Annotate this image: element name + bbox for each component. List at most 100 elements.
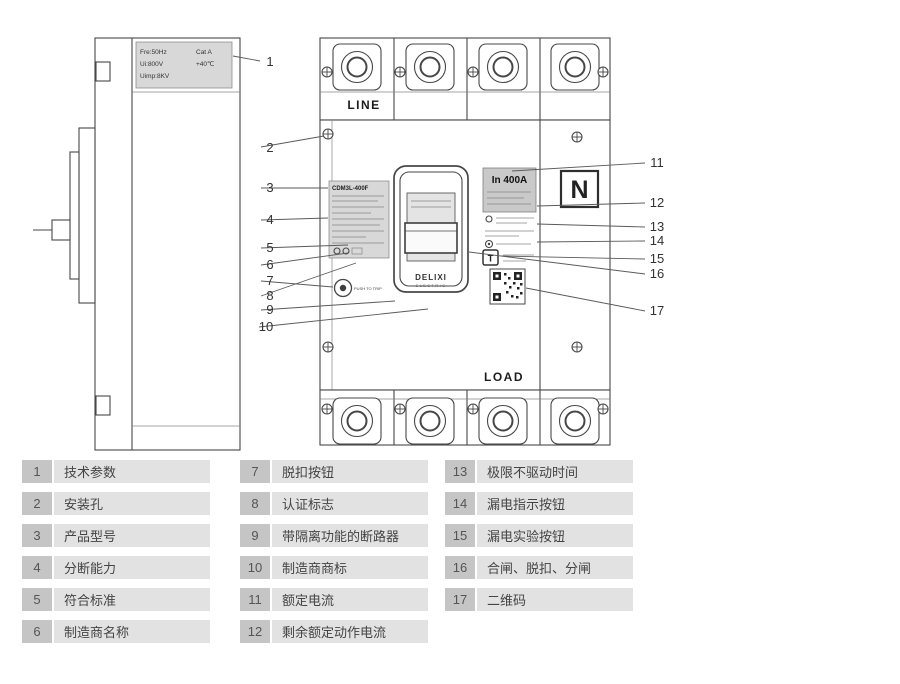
product-label-plate [328, 180, 390, 259]
legend-item-number: 9 [240, 524, 270, 547]
product-label: CDM3L-400F [328, 180, 390, 259]
callout-line [536, 202, 646, 207]
callout-line [260, 244, 349, 249]
legend-item-label: 分断能力 [54, 556, 210, 579]
screw-icon [467, 66, 479, 78]
callout-line [260, 252, 349, 266]
load-terminal [478, 397, 528, 445]
legend-row: 9 带隔离功能的断路器 [240, 524, 428, 547]
legend-item-label: 漏电实验按钮 [477, 524, 633, 547]
screw-icon [467, 403, 479, 415]
legend-row: 17 二维码 [445, 588, 633, 611]
legend-item-label: 带隔离功能的断路器 [272, 524, 428, 547]
spec-temp: +40℃ [196, 60, 214, 68]
spec-freq: Fre:50Hz [140, 49, 167, 56]
line-terminal [405, 43, 455, 91]
spec-ui: Ui:800V [140, 61, 164, 68]
mounting-tab [95, 395, 111, 416]
screw-icon [394, 66, 406, 78]
callout-number: 8 [266, 288, 273, 303]
side-view: Fre:50Hz Cat A Ui:800V +40℃ Uimp:8KV [33, 37, 241, 451]
legend-item-number: 7 [240, 460, 270, 483]
line-terminal-strip: LINE [319, 37, 611, 121]
toggle-inner-frame [399, 171, 463, 287]
legend-item-number: 12 [240, 620, 270, 643]
screw-icon [597, 403, 609, 415]
mounting-hole-icon [322, 341, 334, 353]
load-terminal [550, 397, 600, 445]
legend-column-2: 7 脱扣按钮 8 认证标志 9 带隔离功能的断路器 10 制造商商标 11 额定… [240, 460, 428, 643]
legend-item-number: 5 [22, 588, 52, 611]
line-terminal [550, 43, 600, 91]
legend-item-label: 漏电指示按钮 [477, 492, 633, 515]
toggle-frame [393, 165, 469, 293]
legend-item-number: 16 [445, 556, 475, 579]
legend-item-label: 二维码 [477, 588, 633, 611]
push-to-trip-button: PUSH TO TRIP [333, 278, 382, 298]
legend-row: 2 安装孔 [22, 492, 210, 515]
line-terminal [332, 43, 382, 91]
callout-number: 16 [650, 266, 664, 281]
callouts: 1 2 3 4 5 6 7 8 9 10 11 12 13 14 15 16 1 [232, 54, 664, 334]
callout-number: 7 [266, 273, 273, 288]
callout-number: 10 [259, 319, 273, 334]
side-terminal-lug [51, 219, 71, 241]
breaker-diagram-svg: Fre:50Hz Cat A Ui:800V +40℃ Uimp:8KV LIN… [33, 37, 664, 451]
legend-item-number: 17 [445, 588, 475, 611]
legend-item-number: 1 [22, 460, 52, 483]
callout-number: 15 [650, 251, 664, 266]
load-label: LOAD [484, 370, 524, 384]
screw-icon [321, 66, 333, 78]
callout-line [260, 135, 325, 148]
trip-button-dot [339, 284, 347, 292]
indicator-dot [487, 242, 491, 246]
legend-column-1: 1 技术参数 2 安装孔 3 产品型号 4 分断能力 5 符合标准 6 制造商名… [22, 460, 210, 643]
residual-current-icon [485, 215, 493, 223]
legend-item-label: 安装孔 [54, 492, 210, 515]
legend-item-number: 6 [22, 620, 52, 643]
legend-item-label: 认证标志 [272, 492, 428, 515]
legend-item-label: 技术参数 [54, 460, 210, 483]
callout-line [468, 251, 646, 275]
legend-column-3: 13 极限不驱动时间 14 漏电指示按钮 15 漏电实验按钮 16 合闸、脱扣、… [445, 460, 633, 611]
mounting-tab [95, 61, 111, 82]
legend-item-label: 产品型号 [54, 524, 210, 547]
certification-mark-icon [342, 247, 350, 255]
legend-item-label: 额定电流 [272, 588, 428, 611]
callout-line [536, 240, 646, 243]
rated-current-value: In 400A [492, 175, 528, 186]
callout-number: 6 [266, 257, 273, 272]
load-terminal-strip [319, 389, 611, 446]
legend-item-label: 制造商商标 [272, 556, 428, 579]
callout-number: 12 [650, 195, 664, 210]
test-button-label: T [488, 254, 494, 265]
callout-number: 11 [650, 155, 664, 170]
spec-uimp: Uimp:8KV [140, 73, 170, 80]
spec-label-plate [135, 41, 233, 89]
legend-row: 14 漏电指示按钮 [445, 492, 633, 515]
legend-row: 3 产品型号 [22, 524, 210, 547]
certification-mark-icon [333, 247, 341, 255]
legend-item-label: 符合标准 [54, 588, 210, 611]
callout-line [500, 255, 646, 260]
callout-line [525, 287, 646, 312]
legend-row: 4 分断能力 [22, 556, 210, 579]
legend-item-number: 10 [240, 556, 270, 579]
leakage-test-button: T [482, 249, 534, 266]
screw-icon [394, 403, 406, 415]
rated-current-plate [482, 167, 537, 213]
mounting-hole-icon [571, 131, 583, 143]
legend-row: 11 额定电流 [240, 588, 428, 611]
callout-line [260, 217, 329, 221]
toggle-switch: DELIXI ELECTRIC [393, 165, 469, 293]
callout-number: 2 [266, 140, 273, 155]
line-terminal [478, 43, 528, 91]
legend-item-label: 脱扣按钮 [272, 460, 428, 483]
product-model: CDM3L-400F [332, 186, 369, 192]
leakage-indicator-button [484, 239, 531, 249]
screw-icon [321, 403, 333, 415]
neutral-label: N [570, 176, 588, 204]
legend-row: 12 剩余额定动作电流 [240, 620, 428, 643]
callout-line [260, 300, 396, 311]
legend-item-number: 11 [240, 588, 270, 611]
